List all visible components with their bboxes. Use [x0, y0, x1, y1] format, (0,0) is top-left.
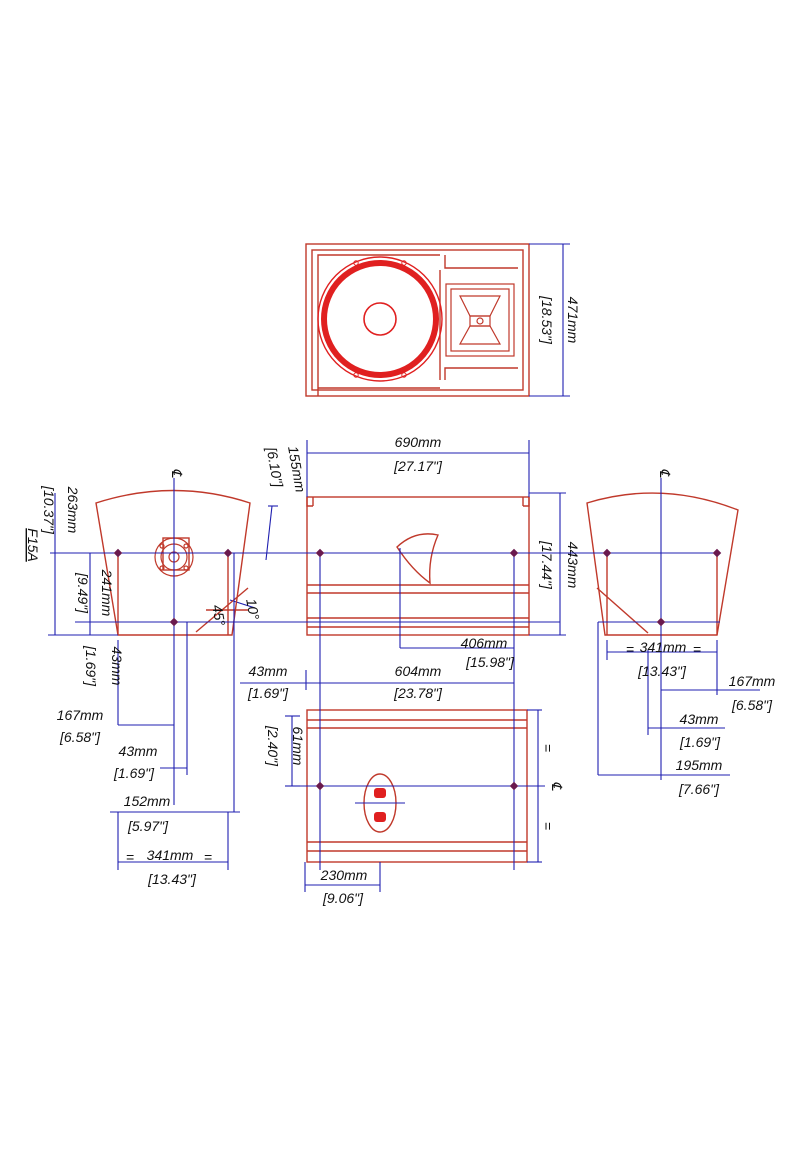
left-angle: 45° — [209, 603, 229, 627]
side-points — [315, 548, 519, 558]
left-dimensions — [48, 478, 305, 870]
bottom-offset-in: [2.40"] — [265, 725, 281, 767]
right-width-mm: 341mm — [640, 639, 687, 655]
front-cabinet — [305, 243, 530, 397]
left-point-a — [113, 548, 123, 558]
side-top-offset-mm: 155mm — [285, 445, 309, 494]
right-cabinet — [586, 492, 739, 636]
left-d167-in: [6.58"] — [59, 729, 101, 745]
side-point-a — [315, 548, 325, 558]
side-cabinet — [306, 496, 530, 636]
side-rail-span-mm: 604mm — [395, 663, 442, 679]
left-mid-mm: 241mm — [99, 569, 115, 617]
front-height-dimension — [529, 243, 570, 397]
right-point-b — [712, 548, 722, 558]
bottom-width-in: [9.06"] — [322, 890, 364, 906]
left-height-mm: 263mm — [65, 486, 81, 534]
left-d341-eq-right: = — [204, 849, 212, 865]
side-angle: 10° — [243, 597, 263, 621]
bottom-offset-mm: 61mm — [290, 727, 306, 766]
bottom-dimensions — [285, 690, 545, 892]
side-rail-span-in: [23.78"] — [393, 685, 443, 701]
bottom-point-b — [509, 781, 519, 791]
right-dimensions — [560, 478, 760, 780]
side-point-b — [509, 548, 519, 558]
right-point-c — [656, 617, 666, 627]
left-height-in: [10.37"] — [41, 485, 57, 535]
side-handle-mm: 406mm — [461, 635, 508, 651]
left-point-b — [223, 548, 233, 558]
left-d341-mm: 341mm — [147, 847, 194, 863]
side-height-mm: 443mm — [565, 542, 581, 589]
side-top-offset-in: [6.10"] — [263, 445, 286, 489]
side-height-in: [17.44"] — [539, 540, 555, 590]
bottom-connector-a — [374, 788, 386, 798]
left-d341-eq-left: = — [126, 849, 134, 865]
right-centerline-symbol: ℄ — [657, 469, 673, 479]
left-point-c — [169, 617, 179, 627]
side-depth-mm: 690mm — [395, 434, 442, 450]
bottom-view: = ℄ = 61mm [2.40"] 230mm [9.06"] — [265, 690, 565, 906]
side-handle-in: [15.98"] — [465, 654, 515, 670]
front-height-mm: 471mm — [565, 297, 581, 344]
front-view: 471mm [18.53"] — [305, 243, 581, 397]
right-view: ℄ = 341mm = [13.43"] 167mm [6.58"] 43mm … — [560, 469, 776, 797]
left-bottom-mm: 43mm — [109, 647, 125, 686]
bottom-point-a — [315, 781, 325, 791]
right-d43-mm: 43mm — [680, 711, 719, 727]
bottom-eq-top: = — [540, 744, 556, 752]
side-rail-offset-in: [1.69"] — [247, 685, 289, 701]
bottom-connectors — [374, 788, 386, 822]
bottom-width-mm: 230mm — [320, 867, 368, 883]
left-d43-mm: 43mm — [119, 743, 158, 759]
right-d167-in: [6.58"] — [731, 697, 773, 713]
front-height-in: [18.53"] — [539, 295, 555, 345]
right-d195-mm: 195mm — [676, 757, 723, 773]
left-d152-in: [5.97"] — [127, 818, 169, 834]
right-width-eq-right: = — [693, 641, 701, 657]
horn — [445, 283, 515, 357]
right-points — [602, 548, 722, 627]
left-view: ℄ F15A 263mm [10.37"] 241mm [9.49"] 45° … — [25, 469, 305, 887]
right-d167-mm: 167mm — [729, 673, 776, 689]
model-label: F15A — [25, 528, 41, 561]
bottom-eq-bottom: = — [540, 822, 556, 830]
side-depth-in: [27.17"] — [393, 458, 443, 474]
side-rail-offset-mm: 43mm — [249, 663, 288, 679]
right-point-a — [602, 548, 612, 558]
left-d43-in: [1.69"] — [113, 765, 155, 781]
left-d341-in: [13.43"] — [147, 871, 197, 887]
bottom-points — [315, 781, 519, 791]
side-view: 155mm [6.10"] 690mm [27.17"] 443mm [17.4… — [229, 434, 581, 701]
right-width-eq-left: = — [626, 641, 634, 657]
left-bottom-in: [1.69"] — [83, 645, 99, 687]
bottom-centerline-symbol: ℄ — [549, 782, 565, 792]
left-centerline-symbol: ℄ — [169, 469, 185, 479]
right-d43-in: [1.69"] — [679, 734, 721, 750]
bottom-connector-b — [374, 812, 386, 822]
right-d195-in: [7.66"] — [678, 781, 720, 797]
left-d167-mm: 167mm — [57, 707, 104, 723]
right-width-in: [13.43"] — [637, 663, 687, 679]
woofer — [317, 256, 443, 382]
left-d152-mm: 152mm — [124, 793, 171, 809]
left-mid-in: [9.49"] — [75, 572, 91, 614]
